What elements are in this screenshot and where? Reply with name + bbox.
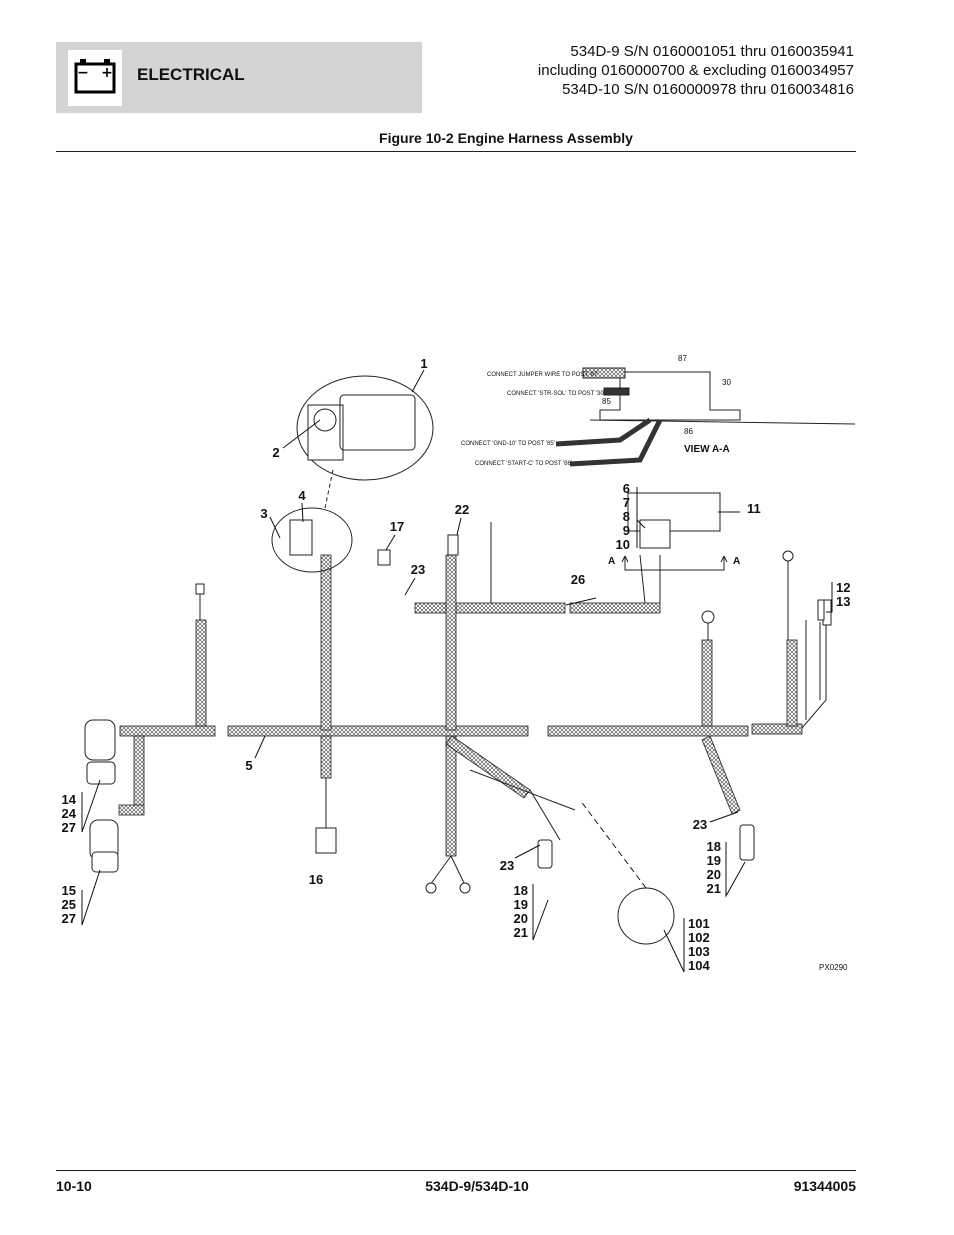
connectors	[84, 534, 832, 945]
part-number: 91344005	[793, 1178, 856, 1194]
callout-24: 24	[62, 806, 77, 821]
callout-19-b: 19	[707, 853, 721, 868]
callout-9: 9	[623, 523, 630, 538]
view-label: VIEW A-A	[684, 444, 730, 455]
callout-20-a: 20	[514, 911, 528, 926]
section-marker-right: A	[733, 556, 740, 567]
section-marker-left: A	[608, 556, 615, 567]
callout-20-b: 20	[707, 867, 721, 882]
callout-25: 25	[62, 897, 76, 912]
harness-trunks	[118, 554, 803, 857]
serial-line-2: including 0160000700 & excluding 0160034…	[537, 62, 854, 79]
figure-title: Figure 10-2 Engine Harness Assembly	[379, 130, 633, 146]
header-divider	[56, 151, 856, 152]
callout-6: 6	[623, 481, 630, 496]
callout-13: 13	[836, 594, 850, 609]
starter-detail	[271, 375, 434, 573]
footer-divider	[56, 1170, 856, 1171]
note-jumper: CONNECT JUMPER WIRE TO POST '87'	[487, 372, 599, 378]
callout-27-a: 27	[62, 820, 76, 835]
note-gnd-10: CONNECT 'GND-10' TO POST '85'	[461, 441, 555, 447]
callout-15: 15	[62, 883, 76, 898]
relay-view-a-a	[555, 367, 856, 571]
callout-5: 5	[245, 758, 252, 773]
callout-21-b: 21	[707, 881, 721, 896]
post-85: 85	[602, 397, 611, 406]
model-label: 534D-9/534D-10	[425, 1178, 529, 1194]
callout-27-b: 27	[62, 911, 76, 926]
callout-103: 103	[688, 944, 710, 959]
serial-range: 534D-9 S/N 0160001051 thru 0160035941 in…	[538, 42, 854, 99]
section-title: ELECTRICAL	[137, 65, 245, 84]
callout-group-18-right: 18 19 20 21	[707, 839, 721, 896]
callout-group-6-10: 6 7 8 9 10	[616, 481, 630, 552]
callout-group-18-lower: 18 19 20 21	[514, 883, 528, 940]
callout-1: 1	[420, 356, 427, 371]
battery-plus-label: +	[101, 65, 113, 81]
callout-23-upper: 23	[411, 562, 425, 577]
drawing-id: PX0290	[819, 963, 848, 972]
callout-4: 4	[298, 488, 306, 503]
post-86: 86	[684, 427, 693, 436]
callout-18-a: 18	[514, 883, 528, 898]
post-87: 87	[678, 354, 687, 363]
callout-10: 10	[616, 537, 630, 552]
battery-icon: − +	[68, 50, 122, 106]
callout-group-12-13: 12 13	[836, 580, 850, 609]
callout-group-14: 14 24 27	[62, 792, 77, 835]
callout-8: 8	[623, 509, 630, 524]
callout-14: 14	[62, 792, 77, 807]
section-header: − + ELECTRICAL	[56, 42, 422, 113]
callout-101: 101	[688, 916, 710, 931]
callout-16: 16	[309, 872, 323, 887]
callout-21-a: 21	[514, 925, 528, 940]
note-str-sol: CONNECT 'STR-SOL' TO POST '30'	[507, 391, 605, 397]
callout-102: 102	[688, 930, 710, 945]
callout-group-15: 15 25 27	[62, 883, 76, 926]
callout-12: 12	[836, 580, 850, 595]
battery-minus-label: −	[77, 65, 89, 81]
callout-2: 2	[272, 445, 279, 460]
serial-line-1: 534D-9 S/N 0160001051 thru 0160035941	[570, 43, 854, 60]
callout-18-b: 18	[707, 839, 721, 854]
callout-11: 11	[747, 501, 761, 516]
callout-23-right: 23	[693, 817, 707, 832]
callout-19-a: 19	[514, 897, 528, 912]
callout-17: 17	[390, 519, 404, 534]
callout-3: 3	[260, 506, 267, 521]
callout-22: 22	[455, 502, 469, 517]
callout-7: 7	[623, 495, 630, 510]
callout-23-lower: 23	[500, 858, 514, 873]
callout-group-101-104: 101 102 103 104	[688, 916, 710, 973]
note-start-c: CONNECT 'START-C' TO POST '86'	[475, 461, 572, 467]
serial-line-3: 534D-10 S/N 0160000978 thru 0160034816	[562, 81, 854, 98]
post-30: 30	[722, 378, 731, 387]
leader-lines	[81, 369, 833, 973]
callout-104: 104	[688, 958, 710, 973]
callout-26: 26	[571, 572, 585, 587]
wire-leads	[199, 522, 827, 886]
page-number: 10-10	[56, 1178, 92, 1194]
